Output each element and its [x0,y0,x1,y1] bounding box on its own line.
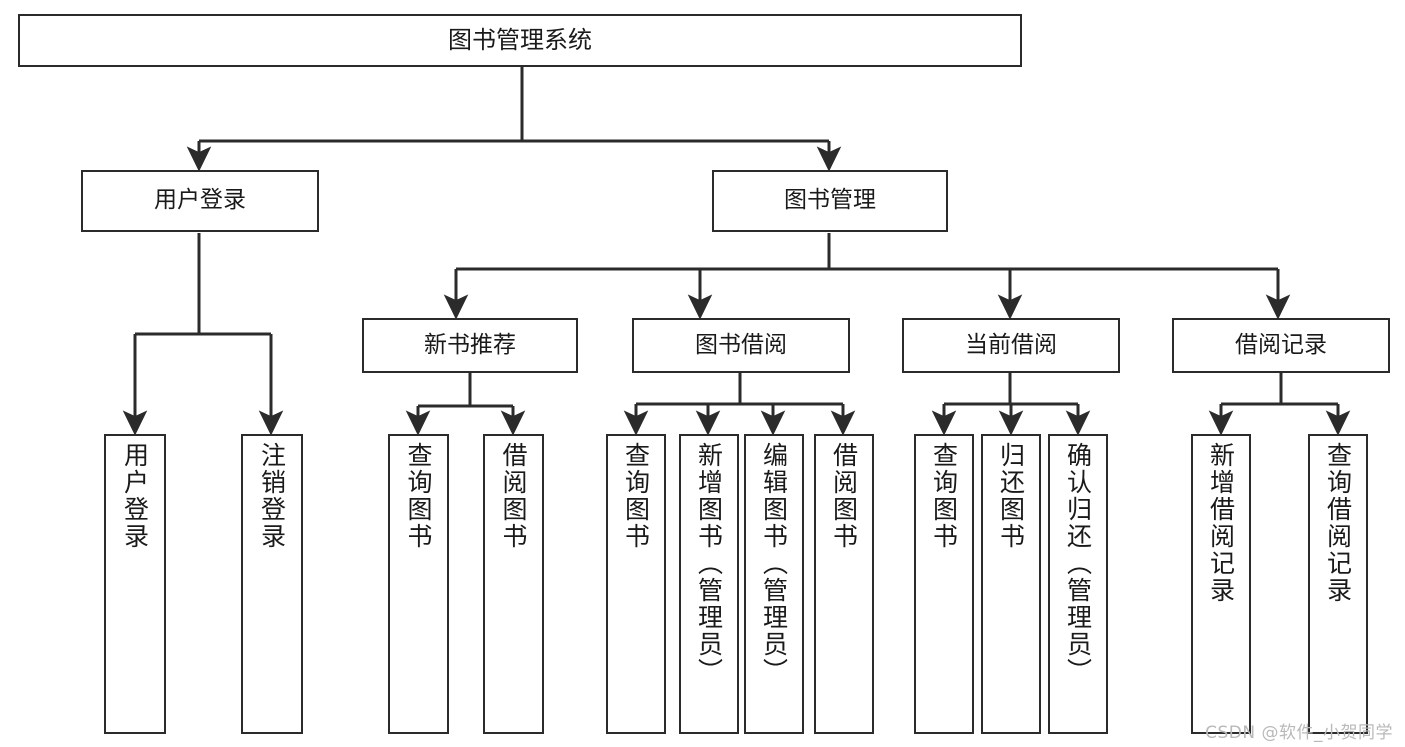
node-label: 新书推荐 [424,331,516,358]
leaf-user-login-login[interactable]: 用户登录 [104,434,166,734]
leaf-user-login-logout[interactable]: 注销登录 [241,434,303,734]
node-borrow-record[interactable]: 借阅记录 [1172,318,1390,373]
node-label: 用户登录 [120,442,150,550]
leaf-current-borrow-query-book[interactable]: 查询图书 [914,434,974,734]
node-label: 图书借阅 [695,331,787,358]
leaf-book-borrow-borrow-book[interactable]: 借阅图书 [814,434,874,734]
leaf-current-borrow-return-book[interactable]: 归还图书 [981,434,1041,734]
node-label: 查询借阅记录 [1323,442,1353,604]
node-label: 新增借阅记录 [1206,442,1236,604]
node-label: 借阅图书 [829,442,859,550]
node-label: 用户登录 [154,187,246,214]
leaf-book-borrow-add-book-admin[interactable]: 新增图书（管理员） [679,434,739,734]
node-user-login[interactable]: 用户登录 [81,170,319,232]
node-current-borrow[interactable]: 当前借阅 [902,318,1120,373]
leaf-book-borrow-edit-book-admin[interactable]: 编辑图书（管理员） [744,434,804,734]
leaf-borrow-record-query-record[interactable]: 查询借阅记录 [1308,434,1368,734]
node-label: 注销登录 [257,442,287,550]
node-label: 借阅记录 [1235,331,1327,358]
node-new-book-recommend[interactable]: 新书推荐 [362,318,578,373]
node-label: 编辑图书（管理员） [759,442,789,685]
node-book-borrow[interactable]: 图书借阅 [632,318,850,373]
node-label: 图书管理系统 [448,26,592,55]
node-label: 新增图书（管理员） [694,442,724,685]
leaf-new-book-borrow-book[interactable]: 借阅图书 [483,434,544,734]
node-label: 查询图书 [404,442,433,550]
leaf-book-borrow-query-book[interactable]: 查询图书 [606,434,666,734]
node-label: 查询图书 [929,442,959,550]
node-label: 图书管理 [784,187,876,214]
node-label: 确认归还（管理员） [1063,442,1093,685]
node-label: 归还图书 [996,442,1026,550]
node-root-book-management-system[interactable]: 图书管理系统 [18,14,1022,67]
leaf-new-book-query-book[interactable]: 查询图书 [388,434,449,734]
node-label: 借阅图书 [499,442,528,550]
leaf-current-borrow-confirm-return-admin[interactable]: 确认归还（管理员） [1048,434,1108,734]
node-book-management[interactable]: 图书管理 [712,170,948,232]
csdn-watermark: CSDN @软件_小贺同学 [1205,723,1393,743]
node-label: 当前借阅 [965,331,1057,358]
node-label: 查询图书 [621,442,651,550]
leaf-borrow-record-add-record[interactable]: 新增借阅记录 [1191,434,1251,734]
